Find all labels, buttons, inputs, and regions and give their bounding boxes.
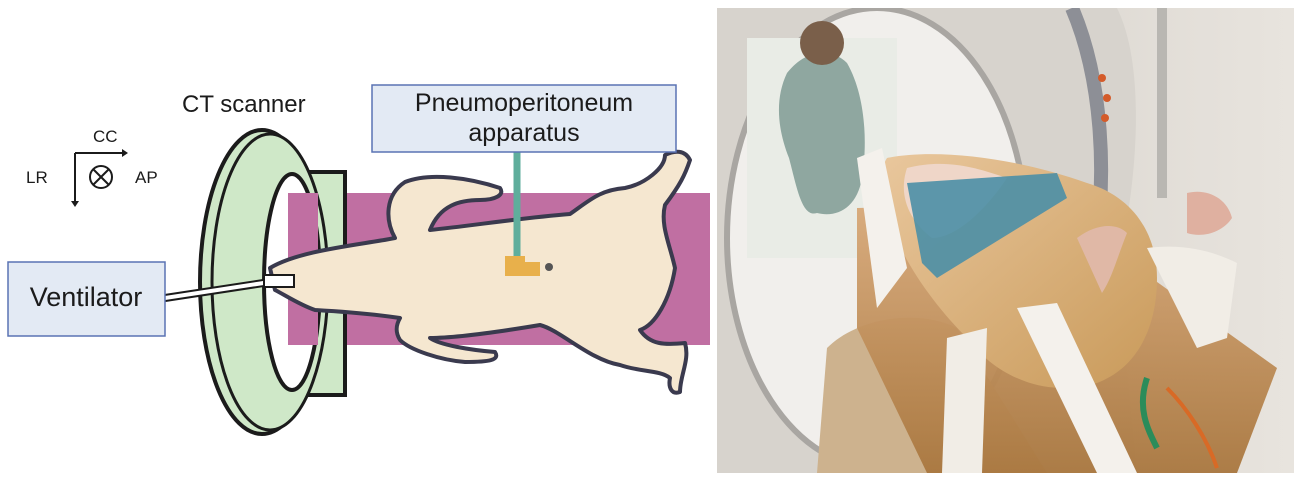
ct-scanner-label: CT scanner bbox=[182, 91, 306, 118]
iv-pole bbox=[1157, 8, 1167, 198]
axis-label-lr: LR bbox=[26, 168, 48, 187]
person-head bbox=[800, 21, 844, 65]
lr-arrowhead bbox=[71, 201, 79, 207]
schematic-diagram: CC LR AP CT scanner Ventilator Pneumoper… bbox=[0, 0, 715, 473]
ventilator-connector bbox=[264, 275, 294, 287]
schematic-svg: CC LR AP CT scanner Ventilator Pneumoper… bbox=[0, 0, 715, 473]
photo-svg bbox=[717, 8, 1294, 473]
strap-4 bbox=[942, 328, 987, 473]
indicator-light-3 bbox=[1101, 114, 1109, 122]
ventilator-label: Ventilator bbox=[30, 282, 143, 312]
axis-label-ap: AP bbox=[135, 168, 158, 187]
pneumo-label-line2: apparatus bbox=[468, 119, 579, 147]
indicator-light-1 bbox=[1098, 74, 1106, 82]
axis-label-cc: CC bbox=[93, 127, 118, 146]
indicator-light-2 bbox=[1103, 94, 1111, 102]
ct-setup-photo bbox=[717, 8, 1294, 473]
port-tip bbox=[545, 263, 553, 271]
cc-arrowhead bbox=[122, 149, 128, 157]
pneumo-label-line1: Pneumoperitoneum bbox=[415, 89, 633, 117]
